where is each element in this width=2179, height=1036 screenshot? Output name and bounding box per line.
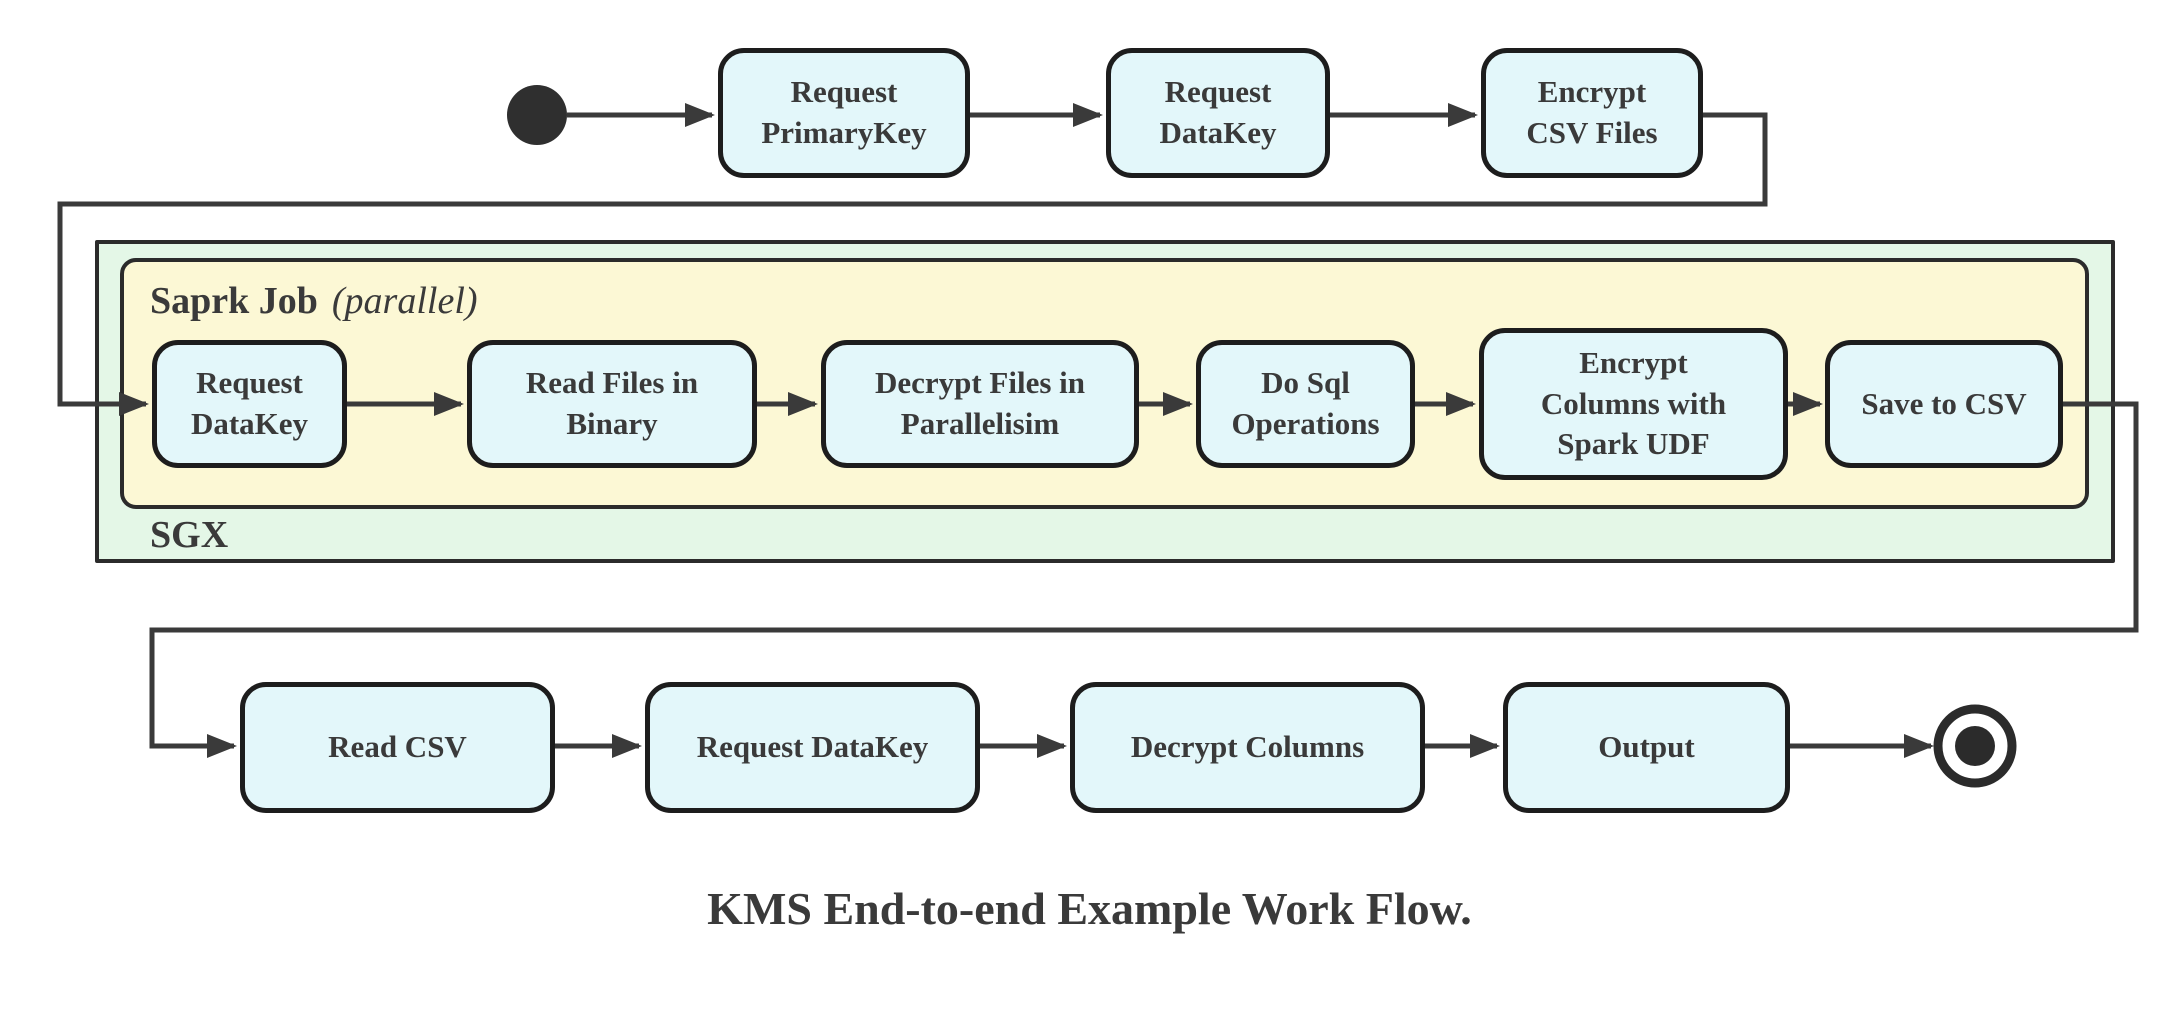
spark-job-label: Saprk Job (parallel) bbox=[150, 282, 478, 320]
node-encrypt-csv-files: Encrypt CSV Files bbox=[1481, 48, 1703, 178]
node-request-datakey-bottom: Request DataKey bbox=[645, 682, 980, 813]
end-state-icon bbox=[1933, 704, 2017, 788]
start-state-icon bbox=[507, 85, 567, 145]
node-output: Output bbox=[1503, 682, 1790, 813]
node-save-to-csv: Save to CSV bbox=[1825, 340, 2063, 468]
diagram-caption: KMS End-to-end Example Work Flow. bbox=[707, 883, 1472, 934]
spark-job-parallel-label: (parallel) bbox=[331, 280, 478, 322]
node-do-sql-operations: Do Sql Operations bbox=[1196, 340, 1415, 468]
spark-job-label-bold: Saprk Job bbox=[150, 280, 318, 322]
node-decrypt-columns: Decrypt Columns bbox=[1070, 682, 1425, 813]
sgx-label: SGX bbox=[150, 514, 229, 556]
node-encrypt-columns-with-spark-udf: Encrypt Columns with Spark UDF bbox=[1479, 328, 1788, 480]
node-decrypt-files-in-parallelisim: Decrypt Files in Parallelisim bbox=[821, 340, 1139, 468]
node-request-primarykey: Request PrimaryKey bbox=[718, 48, 970, 178]
node-read-files-in-binary: Read Files in Binary bbox=[467, 340, 757, 468]
node-request-datakey-sgx: Request DataKey bbox=[152, 340, 347, 468]
node-read-csv: Read CSV bbox=[240, 682, 555, 813]
node-request-datakey-top: Request DataKey bbox=[1106, 48, 1330, 178]
